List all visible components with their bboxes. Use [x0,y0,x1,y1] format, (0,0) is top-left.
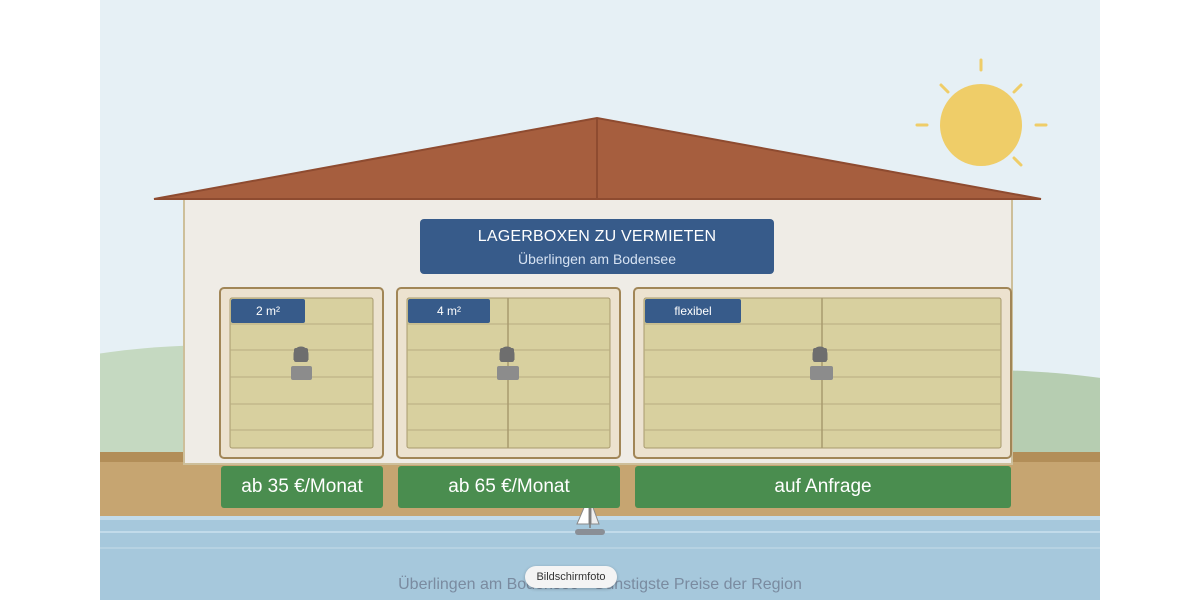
size-tag-unit-2: 4 m² [408,299,490,323]
storage-door-1 [219,287,384,459]
storage-scene: LAGERBOXEN ZU VERMIETEN Überlingen am Bo… [100,0,1100,600]
scene-illustration [100,0,1100,600]
screenshot-tooltip: Bildschirmfoto [525,566,617,588]
lock-icon [291,346,312,380]
lock-icon [810,346,833,380]
size-tag-unit-3: flexibel [645,299,741,323]
lock-icon [497,346,519,380]
price-button-unit-3[interactable]: auf Anfrage [635,466,1011,508]
price-button-unit-2[interactable]: ab 65 €/Monat [398,466,620,508]
sun-icon [915,58,1048,167]
storage-door-2 [396,287,621,459]
rental-sign: LAGERBOXEN ZU VERMIETEN Überlingen am Bo… [420,219,774,274]
sign-subtitle: Überlingen am Bodensee [518,251,676,267]
storage-door-3 [633,287,1012,459]
sign-title: LAGERBOXEN ZU VERMIETEN [477,228,717,245]
size-tag-unit-1: 2 m² [231,299,305,323]
price-button-unit-1[interactable]: ab 35 €/Monat [221,466,383,508]
